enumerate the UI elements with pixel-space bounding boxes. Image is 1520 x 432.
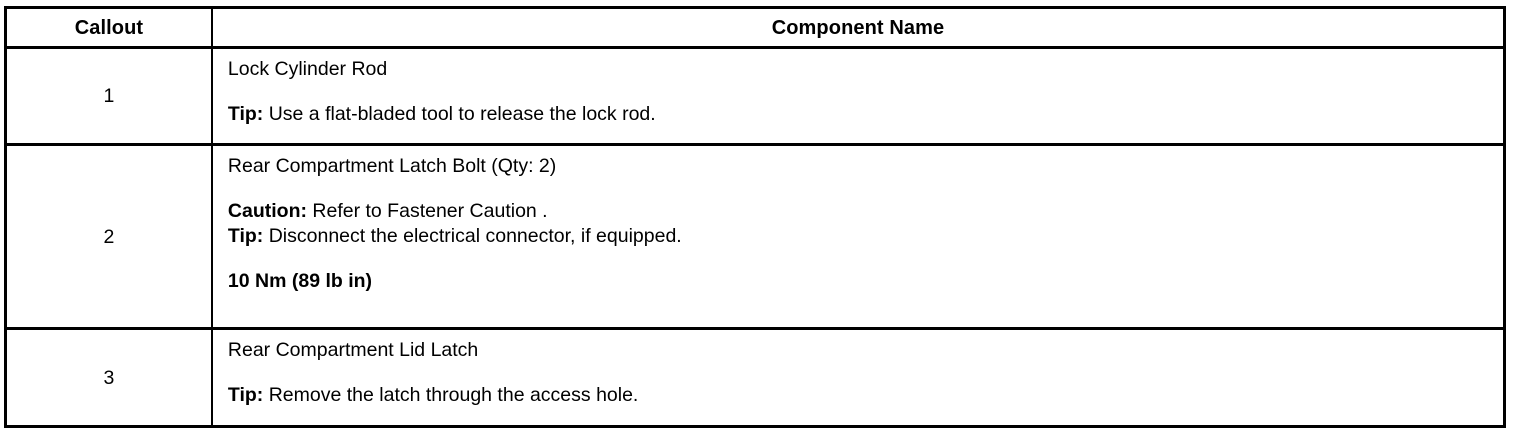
component-name-content: Lock Cylinder Rod Tip: Use a flat-bladed… (228, 49, 1503, 135)
table-row: 3 Rear Compartment Lid Latch Tip: Remove… (5, 328, 1505, 427)
callout-number: 1 (5, 47, 213, 146)
blank-line (228, 363, 1503, 383)
component-title: Lock Cylinder Rod (227, 58, 388, 80)
caution-label: Caution: (227, 200, 307, 222)
component-name-content: Rear Compartment Latch Bolt (Qty: 2) Cau… (228, 146, 1503, 302)
table-body: 1 Lock Cylinder Rod Tip: Use a flat-blad… (5, 47, 1505, 427)
component-name-content: Rear Compartment Lid Latch Tip: Remove t… (228, 330, 1503, 416)
component-title-line: Rear Compartment Latch Bolt (Qty: 2) (228, 154, 1503, 179)
tip-label: Tip: (227, 103, 264, 125)
torque-spec-line: 10 Nm (89 lb in) (228, 269, 1503, 294)
component-title: Rear Compartment Latch Bolt (Qty: 2) (227, 155, 557, 177)
tip-line: Tip: Use a flat-bladed tool to release t… (228, 102, 1503, 127)
component-callout-table: Callout Component Name 1 Lock Cylinder R… (4, 6, 1506, 428)
blank-line (228, 249, 1503, 269)
tip-label: Tip: (227, 225, 264, 247)
component-name-cell: Rear Compartment Latch Bolt (Qty: 2) Cau… (211, 144, 1505, 330)
component-title: Rear Compartment Lid Latch (227, 339, 479, 361)
component-name-cell: Rear Compartment Lid Latch Tip: Remove t… (212, 329, 1505, 427)
tip-text: Disconnect the electrical connector, if … (263, 225, 682, 247)
header-row: Callout Component Name (5, 7, 1505, 49)
component-title-line: Lock Cylinder Rod (228, 57, 1503, 82)
tip-text: Use a flat-bladed tool to release the lo… (263, 103, 656, 125)
tip-label: Tip: (227, 384, 264, 406)
column-header-callout: Callout (5, 7, 213, 49)
tip-line: Tip: Remove the latch through the access… (228, 383, 1503, 408)
tip-text: Remove the latch through the access hole… (263, 384, 639, 406)
blank-line (228, 179, 1503, 199)
callout-number: 2 (5, 144, 213, 330)
table-row: 1 Lock Cylinder Rod Tip: Use a flat-blad… (5, 47, 1505, 146)
blank-line (228, 82, 1503, 102)
table-header: Callout Component Name (5, 7, 1505, 49)
caution-text: Refer to Fastener Caution . (306, 200, 548, 222)
column-header-component-name: Component Name (211, 7, 1505, 49)
caution-line: Caution: Refer to Fastener Caution . (228, 199, 1503, 224)
component-name-cell: Lock Cylinder Rod Tip: Use a flat-bladed… (211, 47, 1505, 146)
callout-number: 3 (5, 328, 213, 427)
component-title-line: Rear Compartment Lid Latch (228, 338, 1503, 363)
tip-line: Tip: Disconnect the electrical connector… (228, 224, 1503, 249)
table-row: 2 Rear Compartment Latch Bolt (Qty: 2) C… (5, 144, 1505, 330)
torque-spec: 10 Nm (89 lb in) (227, 270, 373, 292)
